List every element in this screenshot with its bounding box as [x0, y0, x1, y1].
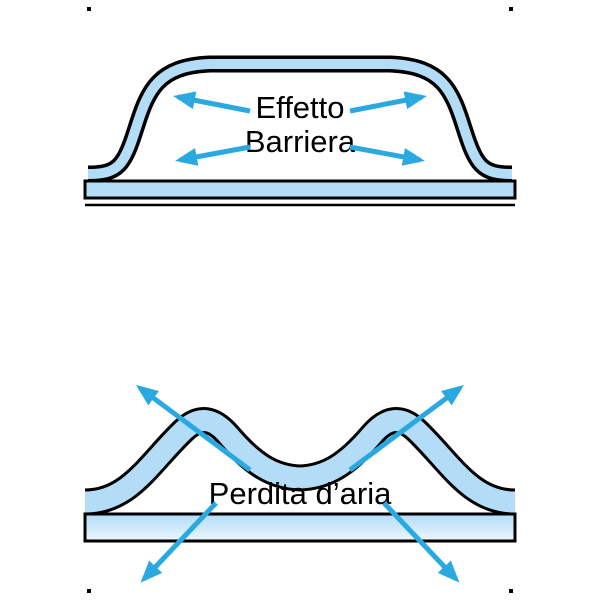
corner-mark-top-left — [87, 7, 91, 11]
leak-arrow-down-right-icon — [382, 501, 460, 583]
barrier-arrow-upper-right-icon — [349, 91, 427, 114]
barrier-effect-label-line1: Effetto — [255, 90, 344, 125]
bottom-diagram: Perdita d’aria — [83, 385, 517, 583]
corner-mark-bottom-right — [509, 589, 513, 593]
corner-mark-top-right — [509, 7, 513, 11]
bottom-base-layer — [83, 512, 517, 543]
barrier-arrow-upper-left-icon — [173, 91, 251, 114]
leak-arrow-up-right-icon — [348, 385, 465, 473]
barrier-arrow-lower-right-icon — [349, 144, 425, 166]
top-diagram: Effetto Barriera — [83, 55, 517, 207]
air-leak-label: Perdita d’aria — [209, 476, 392, 511]
dome-membrane-fill — [87, 59, 513, 179]
barrier-arrow-lower-left-icon — [175, 144, 251, 166]
corner-mark-bottom-left — [87, 589, 91, 593]
leak-arrow-down-left-icon — [140, 501, 218, 583]
top-base-layer — [83, 179, 517, 200]
barrier-effect-label-line2: Barriera — [245, 124, 356, 159]
leak-arrow-up-left-icon — [135, 385, 252, 473]
collapsed-membrane-fill — [84, 410, 516, 513]
